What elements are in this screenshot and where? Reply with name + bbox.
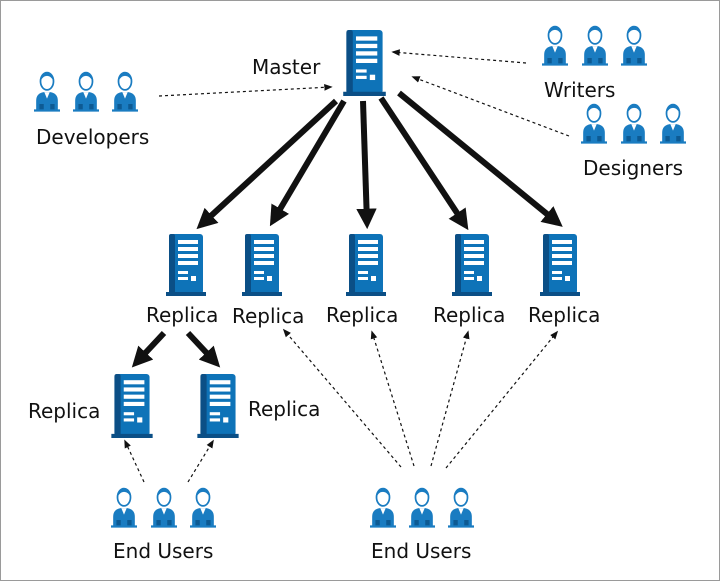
arrow-master-to-replica-1 (196, 98, 339, 230)
replica-label: Replica (326, 303, 398, 327)
server-tower-icon (166, 234, 206, 296)
master-label: Master (252, 55, 321, 79)
server-tower-icon (346, 234, 386, 296)
replica-label: Replica (248, 397, 320, 421)
arrow-master-to-replica-2 (269, 99, 347, 227)
arrow-writers-to-master (391, 49, 527, 64)
replica-label: Replica (528, 303, 600, 327)
replica-server-1: Replica (146, 234, 218, 327)
arrow-endusers-right-to-replica-4 (430, 330, 470, 467)
developers-label: Developers (36, 125, 149, 149)
person-icon (621, 25, 647, 66)
end-users-label: End Users (371, 539, 471, 563)
end-users-label: End Users (113, 539, 213, 563)
arrow-endusers-left-to-replica-right (187, 439, 214, 483)
person-icon (448, 487, 474, 528)
server-tower-icon (242, 234, 282, 296)
person-icon (370, 487, 396, 528)
arrow-endusers-right-to-replica-3 (370, 330, 415, 467)
server-tower-icon (343, 30, 386, 96)
arrow-master-to-replica-3 (356, 100, 377, 230)
server-tower-icon (540, 234, 580, 296)
replica-label: Replica (433, 303, 505, 327)
developers-group: Developers (34, 71, 149, 149)
sub-replica-server-left: Replica (28, 374, 153, 438)
server-tower-icon (452, 234, 492, 296)
access-arrows (124, 49, 570, 483)
end-users-group-left: End Users (111, 487, 216, 563)
person-icon (581, 103, 607, 144)
writers-group: Writers (542, 25, 647, 102)
arrow-developers-to-master (158, 83, 333, 97)
arrow-designers-to-master (411, 76, 570, 137)
arrow-replica-to-sub-replica-right (185, 330, 221, 368)
writers-label: Writers (544, 78, 615, 102)
server-tower-icon (111, 374, 153, 438)
person-icon (190, 487, 216, 528)
designers-label: Designers (583, 156, 683, 180)
replica-server-3: Replica (326, 234, 398, 327)
arrow-master-to-replica-4 (378, 96, 469, 231)
arrow-replica-to-sub-replica-left (131, 330, 167, 368)
person-icon (34, 71, 60, 112)
arrow-endusers-right-to-replica-2 (282, 328, 402, 468)
person-icon (621, 103, 647, 144)
person-icon (73, 71, 99, 112)
replica-label: Replica (232, 304, 304, 328)
person-icon (151, 487, 177, 528)
replica-server-2: Replica (232, 234, 304, 328)
arrow-endusers-right-to-replica-5 (445, 330, 559, 469)
sub-replica-server-right: Replica (197, 374, 320, 438)
replica-server-4: Replica (433, 234, 505, 327)
replica-server-5: Replica (528, 234, 600, 327)
person-icon (582, 25, 608, 66)
master-server: Master (252, 30, 386, 96)
designers-group: Designers (581, 103, 686, 180)
person-icon (660, 103, 686, 144)
person-icon (111, 487, 137, 528)
person-icon (112, 71, 138, 112)
person-icon (409, 487, 435, 528)
end-users-group-right: End Users (370, 487, 474, 563)
replication-arrows (131, 90, 563, 368)
person-icon (542, 25, 568, 66)
server-tower-icon (197, 374, 239, 438)
replica-label: Replica (28, 399, 100, 423)
arrow-endusers-left-to-replica-left (124, 439, 145, 483)
arrow-master-to-replica-5 (397, 90, 563, 227)
replica-label: Replica (146, 303, 218, 327)
